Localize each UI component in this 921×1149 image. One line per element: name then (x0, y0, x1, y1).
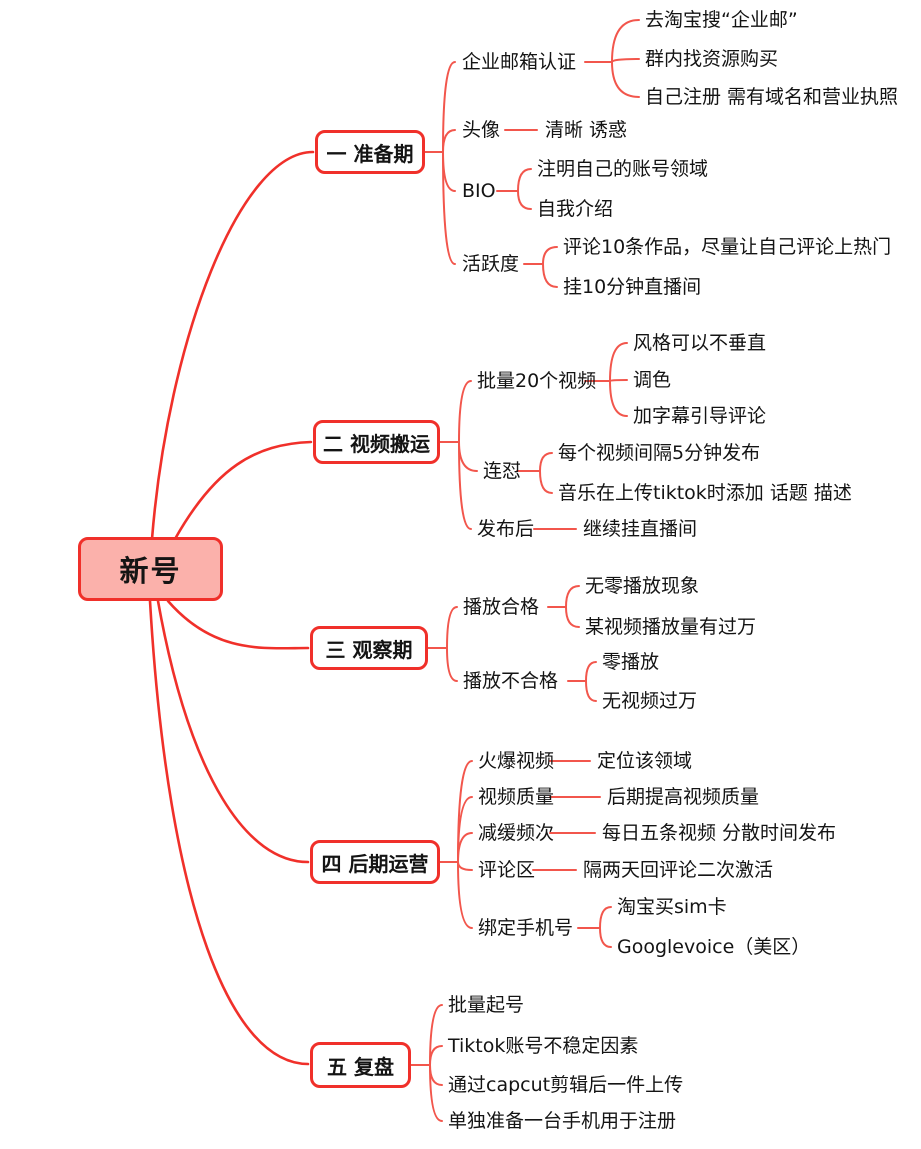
subtopic-self-register[interactable]: 自己注册 需有域名和营业执照 (645, 86, 899, 108)
subtopic-clear-attractive[interactable]: 清晰 诱惑 (545, 119, 628, 141)
subtopic-no-zero-playback[interactable]: 无零播放现象 (585, 575, 700, 597)
subtopic-googlevoice-us[interactable]: Googlevoice（美区） (617, 936, 811, 958)
topic-after-publish[interactable]: 发布后 (477, 518, 535, 540)
subtopic-account-field[interactable]: 注明自己的账号领域 (537, 158, 709, 180)
connector-root-branch1 (150, 150, 315, 541)
topic-playback-fail[interactable]: 播放不合格 (463, 670, 559, 692)
subtopic-improve-quality[interactable]: 后期提高视频质量 (607, 786, 760, 808)
topic-hot-video[interactable]: 火爆视频 (478, 750, 555, 772)
subtopic-style-not-vertical[interactable]: 风格可以不垂直 (633, 332, 767, 354)
subtopic-keep-livestream[interactable]: 继续挂直播间 (583, 518, 698, 540)
subtopic-position-field[interactable]: 定位该领域 (597, 750, 693, 772)
connector-root-branch4 (156, 599, 310, 864)
topic-playback-pass[interactable]: 播放合格 (463, 596, 540, 618)
connector-root-branch2 (173, 440, 313, 541)
topic-batch-20-videos[interactable]: 批量20个视频 (477, 370, 597, 392)
subtopic-group-resources[interactable]: 群内找资源购买 (645, 48, 779, 70)
topic-bio[interactable]: BIO (462, 180, 496, 202)
subtopic-zero-playback[interactable]: 零播放 (602, 651, 660, 673)
topic-bind-phone[interactable]: 绑定手机号 (478, 917, 574, 939)
branch-node-preparation[interactable]: 一 准备期 (315, 130, 425, 174)
topic-comment-section[interactable]: 评论区 (478, 859, 536, 881)
connector-root-branch5 (148, 599, 310, 1066)
branch-node-later-operation[interactable]: 四 后期运营 (310, 840, 440, 884)
subtopic-5min-interval[interactable]: 每个视频间隔5分钟发布 (558, 442, 761, 464)
subtopic-comment-10[interactable]: 评论10条作品，尽量让自己评论上热门 (563, 236, 892, 258)
topic-batch-accounts[interactable]: 批量起号 (448, 994, 525, 1016)
topic-rapid-posting[interactable]: 连怼 (483, 460, 522, 482)
subtopic-video-over-10k[interactable]: 某视频播放量有过万 (585, 616, 757, 638)
subtopic-taobao-sim[interactable]: 淘宝买sim卡 (617, 896, 727, 918)
topic-video-quality[interactable]: 视频质量 (478, 786, 555, 808)
subtopic-self-intro[interactable]: 自我介绍 (537, 198, 614, 220)
subtopic-reply-2days[interactable]: 隔两天回评论二次激活 (583, 859, 774, 881)
branch-node-review[interactable]: 五 复盘 (310, 1042, 411, 1088)
branch-node-observation[interactable]: 三 观察期 (310, 626, 428, 670)
topic-capcut-upload[interactable]: 通过capcut剪辑后一件上传 (448, 1074, 684, 1096)
topic-tiktok-instability[interactable]: Tiktok账号不稳定因素 (448, 1035, 639, 1057)
topic-avatar[interactable]: 头像 (462, 119, 501, 141)
subtopic-subtitles-guide-comments[interactable]: 加字幕引导评论 (633, 405, 767, 427)
branch-node-video-transfer[interactable]: 二 视频搬运 (313, 420, 440, 464)
subtopic-music-topic-description[interactable]: 音乐在上传tiktok时添加 话题 描述 (558, 482, 852, 504)
topic-slow-frequency[interactable]: 减缓频次 (478, 822, 555, 844)
subtopic-taobao-search[interactable]: 去淘宝搜“企业邮” (645, 9, 798, 31)
subtopic-5-daily-spread[interactable]: 每日五条视频 分散时间发布 (602, 822, 837, 844)
topic-activity[interactable]: 活跃度 (462, 253, 520, 275)
root-node[interactable]: 新号 (78, 537, 223, 601)
topic-enterprise-email[interactable]: 企业邮箱认证 (462, 51, 577, 73)
subtopic-no-video-over-10k[interactable]: 无视频过万 (602, 690, 698, 712)
subtopic-livestream-10min[interactable]: 挂10分钟直播间 (563, 276, 702, 298)
topic-dedicated-phone[interactable]: 单独准备一台手机用于注册 (448, 1110, 677, 1132)
connector-root-branch3 (166, 599, 310, 650)
subtopic-color-grading[interactable]: 调色 (633, 369, 672, 391)
